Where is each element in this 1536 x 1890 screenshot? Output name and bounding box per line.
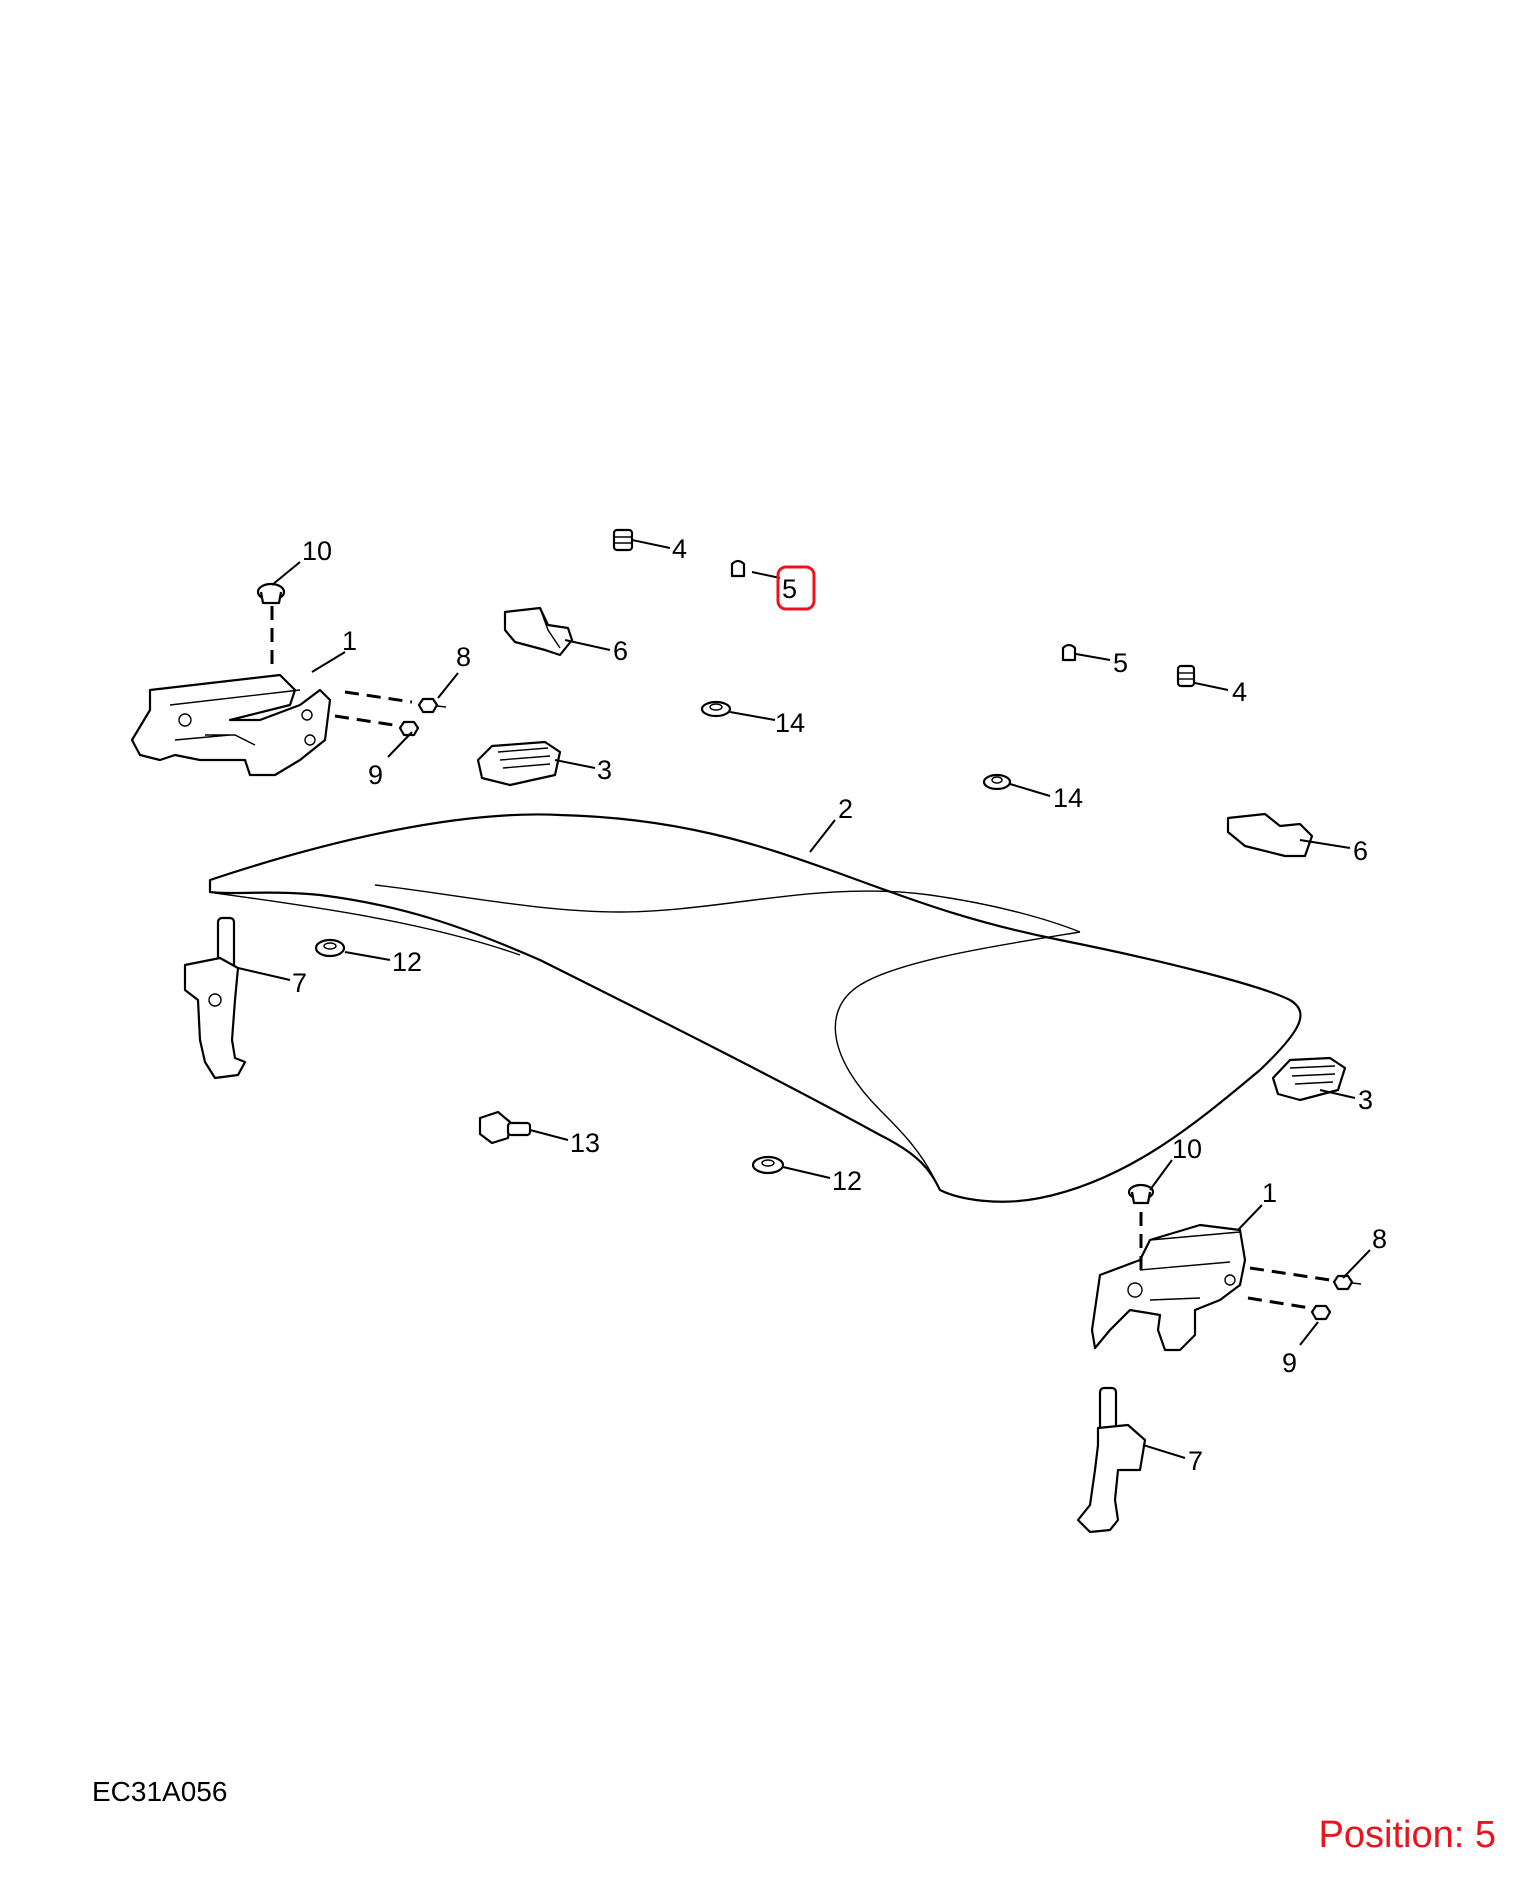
grommet-12-left-icon <box>314 938 346 958</box>
position-label: Position: 5 <box>1318 1814 1496 1856</box>
hinge-bracket-right-icon <box>1090 1223 1247 1352</box>
callout-3-right[interactable]: 3 <box>1358 1085 1373 1115</box>
callout-1-left[interactable]: 1 <box>342 626 357 656</box>
selected-callout-highlight <box>776 565 816 611</box>
callout-6-right[interactable]: 6 <box>1353 836 1368 866</box>
callout-1-right[interactable]: 1 <box>1262 1178 1277 1208</box>
callout-labels: 10 1 8 9 4 5 6 14 3 5 4 14 2 6 7 12 3 13… <box>292 534 1387 1476</box>
retaining-clip-right-icon <box>1061 643 1077 662</box>
callout-5-right[interactable]: 5 <box>1113 648 1128 678</box>
bump-stop-right-icon <box>1176 664 1196 688</box>
leader-lines <box>237 539 1371 1459</box>
callout-9-right[interactable]: 9 <box>1282 1348 1297 1378</box>
bolt-13-icon <box>478 1110 532 1145</box>
callout-3-left[interactable]: 3 <box>597 755 612 785</box>
trunk-lid-panel-icon <box>208 813 1302 1203</box>
callout-7-right[interactable]: 7 <box>1188 1446 1203 1476</box>
callout-6-left[interactable]: 6 <box>613 636 628 666</box>
hinge-bracket-left-icon <box>130 673 332 777</box>
callout-7-left[interactable]: 7 <box>292 968 307 998</box>
callout-10-right[interactable]: 10 <box>1172 1134 1202 1164</box>
callout-9-left[interactable]: 9 <box>368 760 383 790</box>
callout-13[interactable]: 13 <box>570 1128 600 1158</box>
vent-grille-left-icon <box>476 740 562 787</box>
bolt-right-icon <box>1332 1274 1362 1291</box>
nut-left-icon <box>256 582 286 605</box>
callout-5-left[interactable]: 5 <box>782 574 797 604</box>
nut-right-icon <box>1127 1183 1155 1205</box>
callout-8-left[interactable]: 8 <box>456 642 471 672</box>
callout-8-right[interactable]: 8 <box>1372 1224 1387 1254</box>
grommet-left-icon <box>700 700 732 718</box>
retaining-clip-left-icon <box>730 559 746 578</box>
guide-bracket-left-icon <box>503 606 574 657</box>
callout-4-right[interactable]: 4 <box>1232 677 1247 707</box>
gas-strut-right-icon <box>1076 1386 1147 1534</box>
bump-stop-left-icon <box>612 528 634 552</box>
callout-14-right[interactable]: 14 <box>1053 783 1083 813</box>
grommet-12-right-icon <box>751 1155 785 1175</box>
callout-2[interactable]: 2 <box>838 794 853 824</box>
grommet-right-icon <box>982 773 1012 791</box>
vent-grille-right-icon <box>1271 1056 1347 1102</box>
callout-12-right[interactable]: 12 <box>832 1166 862 1196</box>
bolt-left-icon <box>417 697 447 714</box>
callout-10-left[interactable]: 10 <box>302 536 332 566</box>
callout-4-left[interactable]: 4 <box>672 534 687 564</box>
guide-bracket-right-icon <box>1226 812 1314 858</box>
screw-left-icon <box>398 720 420 737</box>
screw-right-icon <box>1310 1304 1332 1321</box>
drawing-code: EC31A056 <box>92 1776 228 1807</box>
gas-strut-left-icon <box>183 916 247 1080</box>
callout-14-left[interactable]: 14 <box>775 708 805 738</box>
callout-12-left[interactable]: 12 <box>392 947 422 977</box>
